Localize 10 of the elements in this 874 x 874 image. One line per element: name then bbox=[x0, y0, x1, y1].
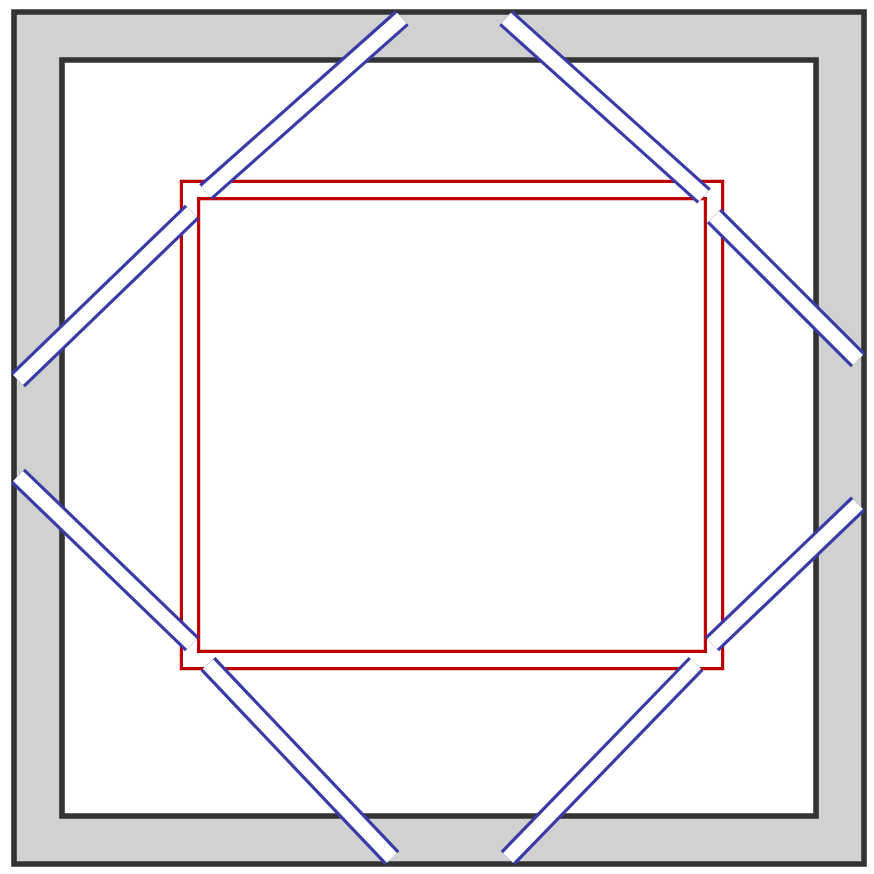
strut bbox=[499, 10, 711, 204]
outer-frame bbox=[11, 9, 867, 867]
strut bbox=[706, 208, 866, 368]
inner-frame bbox=[179, 179, 725, 671]
strut bbox=[200, 657, 400, 866]
strut bbox=[199, 10, 409, 200]
strut bbox=[10, 468, 200, 652]
strut bbox=[10, 204, 200, 388]
strut bbox=[500, 656, 704, 866]
strut bbox=[704, 496, 866, 652]
